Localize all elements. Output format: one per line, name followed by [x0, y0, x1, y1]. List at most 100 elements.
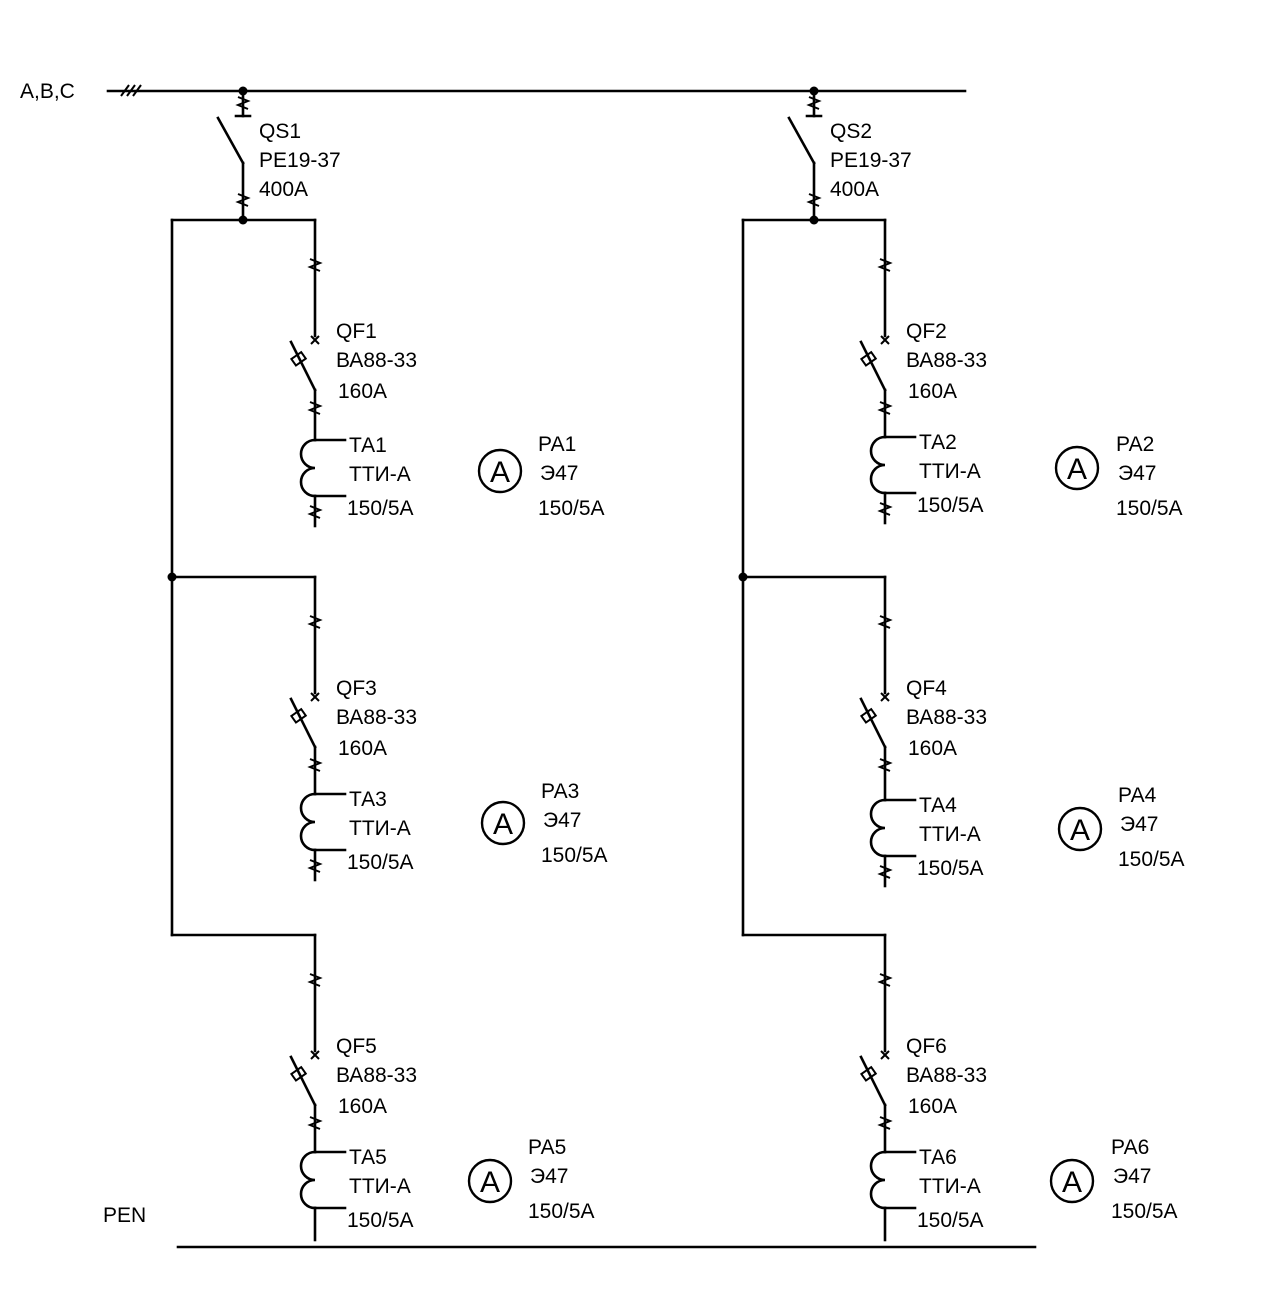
ammeter-letter: A	[490, 456, 510, 489]
breaker-release	[289, 707, 308, 724]
ct-type: ТТИ-А	[919, 460, 981, 483]
breaker-blade	[859, 340, 887, 392]
terminal-mark	[877, 1116, 893, 1130]
breaker-type: ВА88-33	[906, 349, 987, 372]
breaker-blade	[289, 697, 317, 749]
switch-blade	[787, 116, 816, 165]
ammeter-ratio: 150/5А	[528, 1200, 595, 1223]
breaker-rating: 160А	[908, 380, 957, 403]
ammeter-letter: A	[1070, 814, 1090, 847]
bus-label: A,B,C	[20, 80, 75, 103]
ammeter-symbol	[477, 448, 523, 494]
disconnector-rating: 400А	[259, 178, 308, 201]
feeder-3: QF3ВА88-33160АТА3ТТИ-А150/5АAРА3Э47150/5…	[289, 575, 608, 882]
breaker-name: QF2	[906, 320, 947, 343]
ct-ratio: 150/5А	[917, 494, 984, 517]
breaker-contact-mark	[880, 1050, 890, 1060]
ammeter-name: РА3	[541, 780, 579, 803]
ammeter-letter: A	[1067, 453, 1087, 486]
ct-ratio: 150/5А	[347, 851, 414, 874]
junction-dot	[167, 572, 177, 582]
terminal-mark	[307, 258, 323, 272]
ammeter-type: Э47	[1118, 462, 1156, 485]
ammeter-name: РА6	[1111, 1136, 1149, 1159]
ct-type: ТТИ-А	[919, 823, 981, 846]
ct-type: ТТИ-А	[349, 1175, 411, 1198]
breaker-name: QF3	[336, 677, 377, 700]
current-transformer-coil	[869, 798, 887, 858]
distribution-wiring	[167, 218, 887, 937]
terminal-mark	[806, 193, 822, 207]
ammeter-ratio: 150/5А	[541, 844, 608, 867]
current-transformer-coil	[299, 438, 317, 498]
breaker-type: ВА88-33	[906, 1064, 987, 1087]
breaker-rating: 160А	[908, 737, 957, 760]
ammeter-type: Э47	[530, 1165, 568, 1188]
ammeter-type: Э47	[1120, 813, 1158, 836]
terminal-mark	[235, 193, 251, 207]
three-phase-mark	[120, 84, 142, 97]
current-transformer-coil	[299, 792, 317, 852]
ct-type: ТТИ-А	[349, 817, 411, 840]
disconnector-rating: 400А	[830, 178, 879, 201]
terminal-mark	[307, 758, 323, 772]
ammeter-symbol	[1049, 1158, 1095, 1204]
terminal-mark	[806, 96, 822, 110]
breaker-release	[289, 1065, 308, 1082]
breaker-release	[859, 1065, 878, 1082]
ammeter-letter: A	[1062, 1166, 1082, 1199]
ammeter-name: РА2	[1116, 433, 1154, 456]
breaker-rating: 160А	[338, 1095, 387, 1118]
ammeter-name: РА5	[528, 1136, 566, 1159]
junction-dot	[738, 572, 748, 582]
disconnector-name: QS2	[830, 120, 872, 143]
feeder-5: QF5ВА88-33160АТА5ТТИ-А150/5АAРА5Э47150/5…	[289, 933, 595, 1242]
terminal-mark	[307, 973, 323, 987]
ammeter-ratio: 150/5А	[538, 497, 605, 520]
feeder-4: QF4ВА88-33160АТА4ТТИ-А150/5АAРА4Э47150/5…	[859, 575, 1185, 888]
current-transformer-coil	[299, 1150, 317, 1210]
ct-name: ТА6	[919, 1146, 957, 1169]
breaker-contact-mark	[310, 335, 320, 345]
ammeter-symbol	[467, 1158, 513, 1204]
current-transformer-coil	[869, 435, 887, 495]
disconnector-type: РЕ19-37	[259, 149, 341, 172]
disconnector-type: РЕ19-37	[830, 149, 912, 172]
ammeter-ratio: 150/5А	[1118, 848, 1185, 871]
breaker-blade	[859, 1055, 887, 1107]
ammeter-type: Э47	[543, 809, 581, 832]
ammeter-type: Э47	[540, 462, 578, 485]
ammeter-name: РА4	[1118, 784, 1157, 807]
terminal-mark	[877, 758, 893, 772]
breaker-name: QF4	[906, 677, 947, 700]
pen-label: PEN	[103, 1204, 146, 1227]
switch-blade	[216, 116, 245, 165]
ct-type: ТТИ-А	[919, 1175, 981, 1198]
ammeter-letter: A	[480, 1166, 500, 1199]
ct-name: ТА4	[919, 794, 957, 817]
terminal-mark	[877, 973, 893, 987]
terminal-mark	[877, 615, 893, 629]
ammeter-ratio: 150/5А	[1111, 1200, 1178, 1223]
breaker-contact-mark	[880, 335, 890, 345]
feeder-2: QF2ВА88-33160АТА2ТТИ-А150/5АAРА2Э47150/5…	[859, 218, 1183, 525]
ammeter-symbol	[1057, 806, 1103, 852]
ct-name: ТА1	[349, 434, 387, 457]
terminal-mark	[307, 1116, 323, 1130]
breaker-rating: 160А	[908, 1095, 957, 1118]
ct-name: ТА3	[349, 788, 387, 811]
feeder-6: QF6ВА88-33160АТА6ТТИ-А150/5АAРА6Э47150/5…	[859, 933, 1178, 1242]
ammeter-letter: A	[493, 808, 513, 841]
ct-ratio: 150/5А	[917, 1209, 984, 1232]
breaker-contact-mark	[310, 692, 320, 702]
terminal-mark	[877, 865, 893, 879]
disconnector-name: QS1	[259, 120, 301, 143]
ammeter-name: РА1	[538, 433, 576, 456]
feeder-1: QF1ВА88-33160АТА1ТТИ-А150/5АAРА1Э47150/5…	[289, 218, 605, 528]
ct-name: ТА2	[919, 431, 957, 454]
breaker-blade	[289, 1055, 317, 1107]
breaker-type: ВА88-33	[906, 706, 987, 729]
